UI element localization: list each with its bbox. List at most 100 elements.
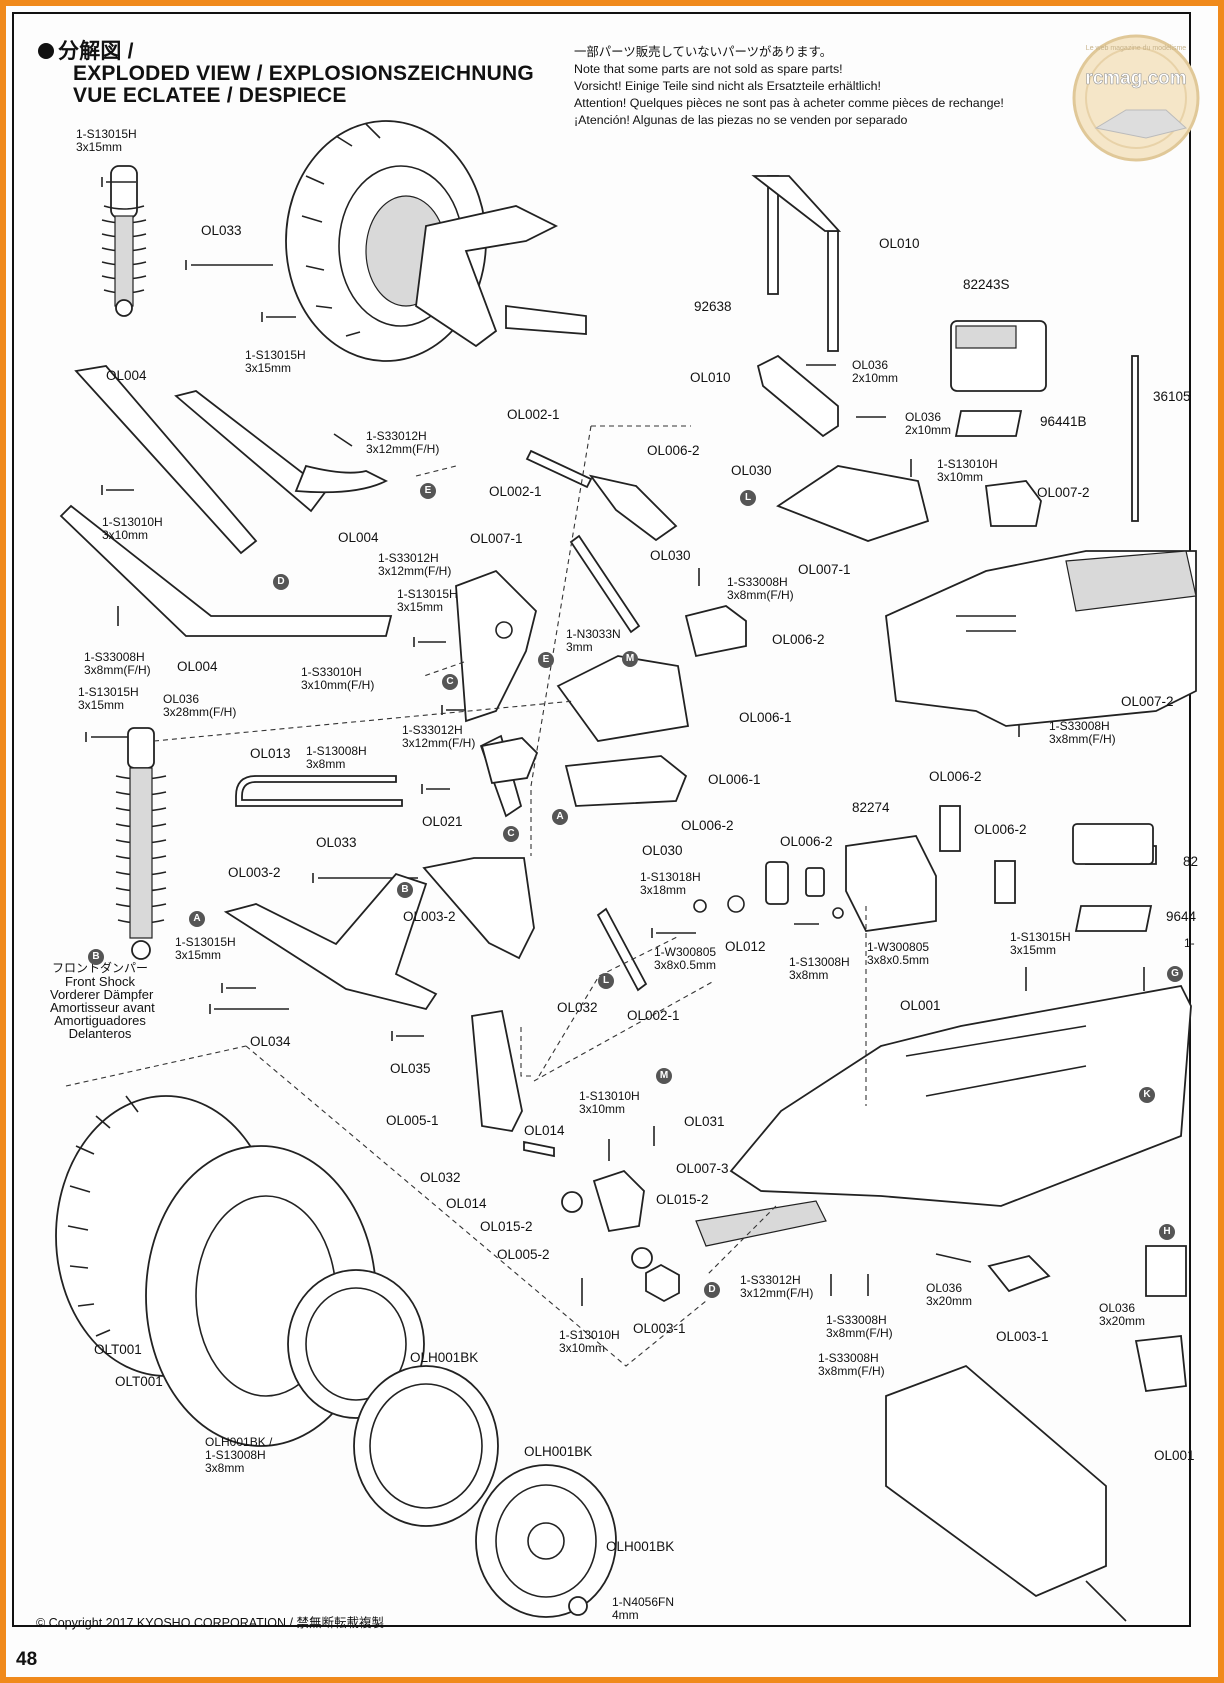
callout-marker: L [598,973,614,989]
callout-marker: B [397,882,413,898]
callout-marker: G [1167,966,1183,982]
bumper-bracket-illustration [684,354,1042,658]
body-shell-illustration [885,550,1197,727]
front-shock-caption: フロントダンパー Front Shock Vorderer Dämpfer Am… [50,961,155,1041]
part-label: OL002-1 [489,484,542,499]
small-part-ol006-2b [994,860,1016,904]
front-shock-top-illustration [101,165,147,317]
part-label: 1- [1184,936,1195,950]
rcmag-watermark-logo: rcmag.com Le web magazine du modélisme [1072,34,1200,162]
battery-illustration [885,1364,1127,1622]
part-label: OLH001BK [410,1350,479,1365]
callout-marker: B [88,949,104,965]
page-number: 48 [16,1649,38,1670]
part-label: OL003-1 [633,1321,686,1336]
part-label: OL002-1 [507,407,560,422]
part-label: OL006-2 [929,769,982,784]
part-label: OL004 [338,530,379,545]
rear-mount-illustration [987,1245,1187,1392]
callout-marker: M [622,651,638,667]
part-label: OL005-2 [497,1247,550,1262]
rear-wheel-illustration [55,1095,617,1618]
front-bumper-illustration [59,365,393,637]
callout-marker: H [1159,1224,1175,1240]
part-label: OL013 [250,746,291,761]
callout-marker: E [420,483,436,499]
title-bullet-icon [38,43,54,59]
watermark-tagline: Le web magazine du modélisme [1086,45,1186,52]
part-label: OL003-2 [228,865,281,880]
copyright-notice: © Copyright 2017 KYOSHO CORPORATION / 禁無… [36,1616,384,1630]
callout-marker: A [552,809,568,825]
callout-marker: D [273,574,289,590]
part-label: 9644 [1166,909,1197,924]
part-label: OL004 [106,368,147,383]
part-label: OL035 [390,1061,431,1076]
part-label: OL032 [420,1170,461,1185]
part-label: OL007-2 [1121,694,1174,709]
callout-marker: L [740,490,756,506]
part-label: OLT001 [115,1374,163,1389]
watermark-site: rcmag.com [1085,68,1186,89]
part-label: OL002-1 [627,1008,680,1023]
part-label: OL007-3 [676,1161,729,1176]
callout-marker: A [189,911,205,927]
part-label: OL006-2 [681,818,734,833]
part-label: OL034 [250,1034,291,1049]
part-label: OL006-2 [780,834,833,849]
top-wheel-illustration [285,120,587,362]
exploded-view-drawing [55,120,1197,1622]
part-label: 82 [1183,854,1199,869]
part-label: OL030 [642,843,683,858]
part-label: 36105 [1153,389,1191,404]
part-label: 96441B [1040,414,1087,429]
part-label: OL001 [900,998,941,1013]
front-shock-lower-illustration [115,727,167,960]
part-label: 92638 [694,299,732,314]
part-label: OL031 [684,1114,725,1129]
esc-illustration [950,320,1157,932]
part-label: OL007-2 [1037,485,1090,500]
part-label: OL006-1 [739,710,792,725]
part-label: OL032 [557,1000,598,1015]
steering-knuckle-illustration [471,1009,680,1303]
screw-icons [85,177,1145,1306]
content-frame [12,12,1191,1627]
part-label: OL030 [731,463,772,478]
part-label: OL003-1 [996,1329,1049,1344]
part-label: OL003-2 [403,909,456,924]
steering-servo-illustration [693,835,937,932]
part-label: OL010 [690,370,731,385]
tie-rod-illustration [525,449,678,992]
callout-marker: K [1139,1087,1155,1103]
small-part-ol006-2 [939,805,961,852]
part-label: OL021 [422,814,463,829]
part-label: OL033 [201,223,242,238]
part-label: OL007-1 [798,562,851,577]
front-shock-tower-illustration [455,569,537,723]
title-french-spanish: VUE ECLATEE / DESPIECE [73,84,347,107]
manual-page: { "header": { "title_line1": "分解図 /", "t… [6,6,1218,1677]
callout-marker: D [704,1282,720,1298]
